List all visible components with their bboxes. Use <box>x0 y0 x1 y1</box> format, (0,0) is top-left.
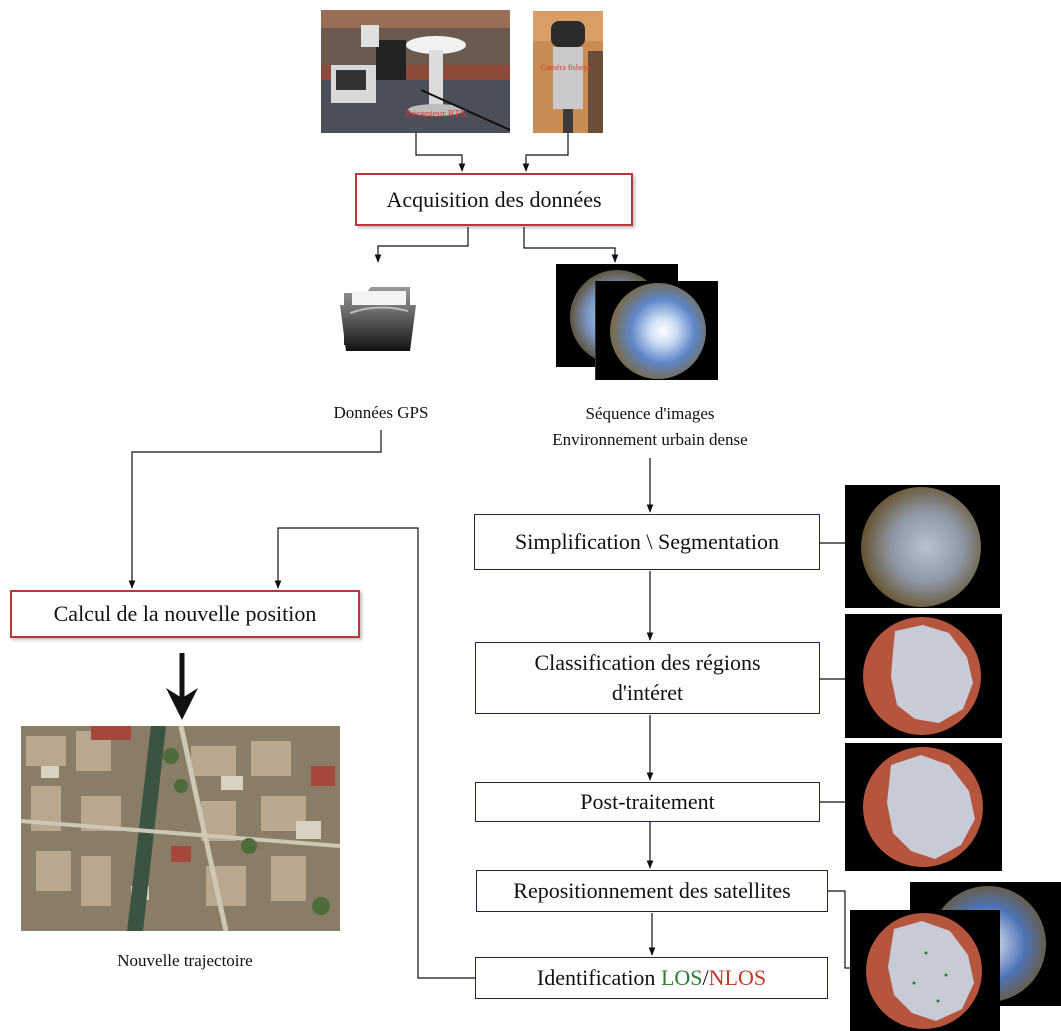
segmentation-thumbnail <box>845 485 1000 608</box>
simplification-label: Simplification \ Segmentation <box>515 529 779 554</box>
sequence-label-line2: Environnement urbain dense <box>552 430 748 449</box>
los-text: LOS <box>660 965 703 990</box>
fisheye-camera-photo: Caméra fisheye <box>533 11 603 133</box>
aerial-city-map <box>21 726 340 931</box>
satellites-thumbnail-front <box>850 910 1000 1031</box>
post-traitement-thumbnail <box>845 743 1002 871</box>
acquisition-box: Acquisition des données <box>355 173 633 226</box>
sequence-label-line1: Séquence d'images <box>585 404 715 423</box>
post-traitement-label: Post-traitement <box>580 789 715 814</box>
connector-repositionnement-to-thumb <box>828 890 850 969</box>
camera-caption: Caméra fisheye <box>541 63 591 72</box>
rtk-receiver-photo: Récepteur RTK <box>321 10 510 133</box>
simplification-box: Simplification \ Segmentation <box>474 514 820 570</box>
repositionnement-label: Repositionnement des satellites <box>513 878 791 903</box>
receiver-caption: Récepteur RTK <box>405 109 468 120</box>
connector-acquisition-to-folder <box>374 227 469 263</box>
connector-camera-to-acquisition <box>522 133 569 172</box>
identification-separator: / <box>702 965 709 990</box>
connector-identification-to-calcul <box>274 527 475 979</box>
post-traitement-box: Post-traitement <box>475 782 820 822</box>
fisheye-image-front <box>595 281 718 380</box>
calcul-box: Calcul de la nouvelle position <box>10 590 360 638</box>
classification-label-line1: Classification des régions <box>534 650 761 675</box>
trajectory-label: Nouvelle trajectoire <box>117 951 253 970</box>
bold-down-arrow <box>166 653 198 720</box>
nlos-text: NLOS <box>708 965 767 990</box>
identification-prefix: Identification <box>536 965 661 990</box>
classification-label-line2: d'intéret <box>611 680 684 705</box>
gps-data-label: Données GPS <box>333 403 429 422</box>
folder-icon <box>338 283 420 353</box>
acquisition-label: Acquisition des données <box>386 186 602 212</box>
identification-box: Identification LOS/NLOS <box>475 957 828 999</box>
connector-receiver-to-acquisition <box>415 133 466 172</box>
connector-gps-to-calcul <box>128 430 382 589</box>
calcul-label: Calcul de la nouvelle position <box>53 601 317 626</box>
classification-box: Classification des régions d'intéret <box>475 642 820 714</box>
connector-acquisition-to-images <box>523 227 619 263</box>
identification-label: Identification LOS/NLOS <box>537 965 766 991</box>
repositionnement-box: Repositionnement des satellites <box>476 870 828 912</box>
classification-thumbnail <box>845 614 1002 738</box>
